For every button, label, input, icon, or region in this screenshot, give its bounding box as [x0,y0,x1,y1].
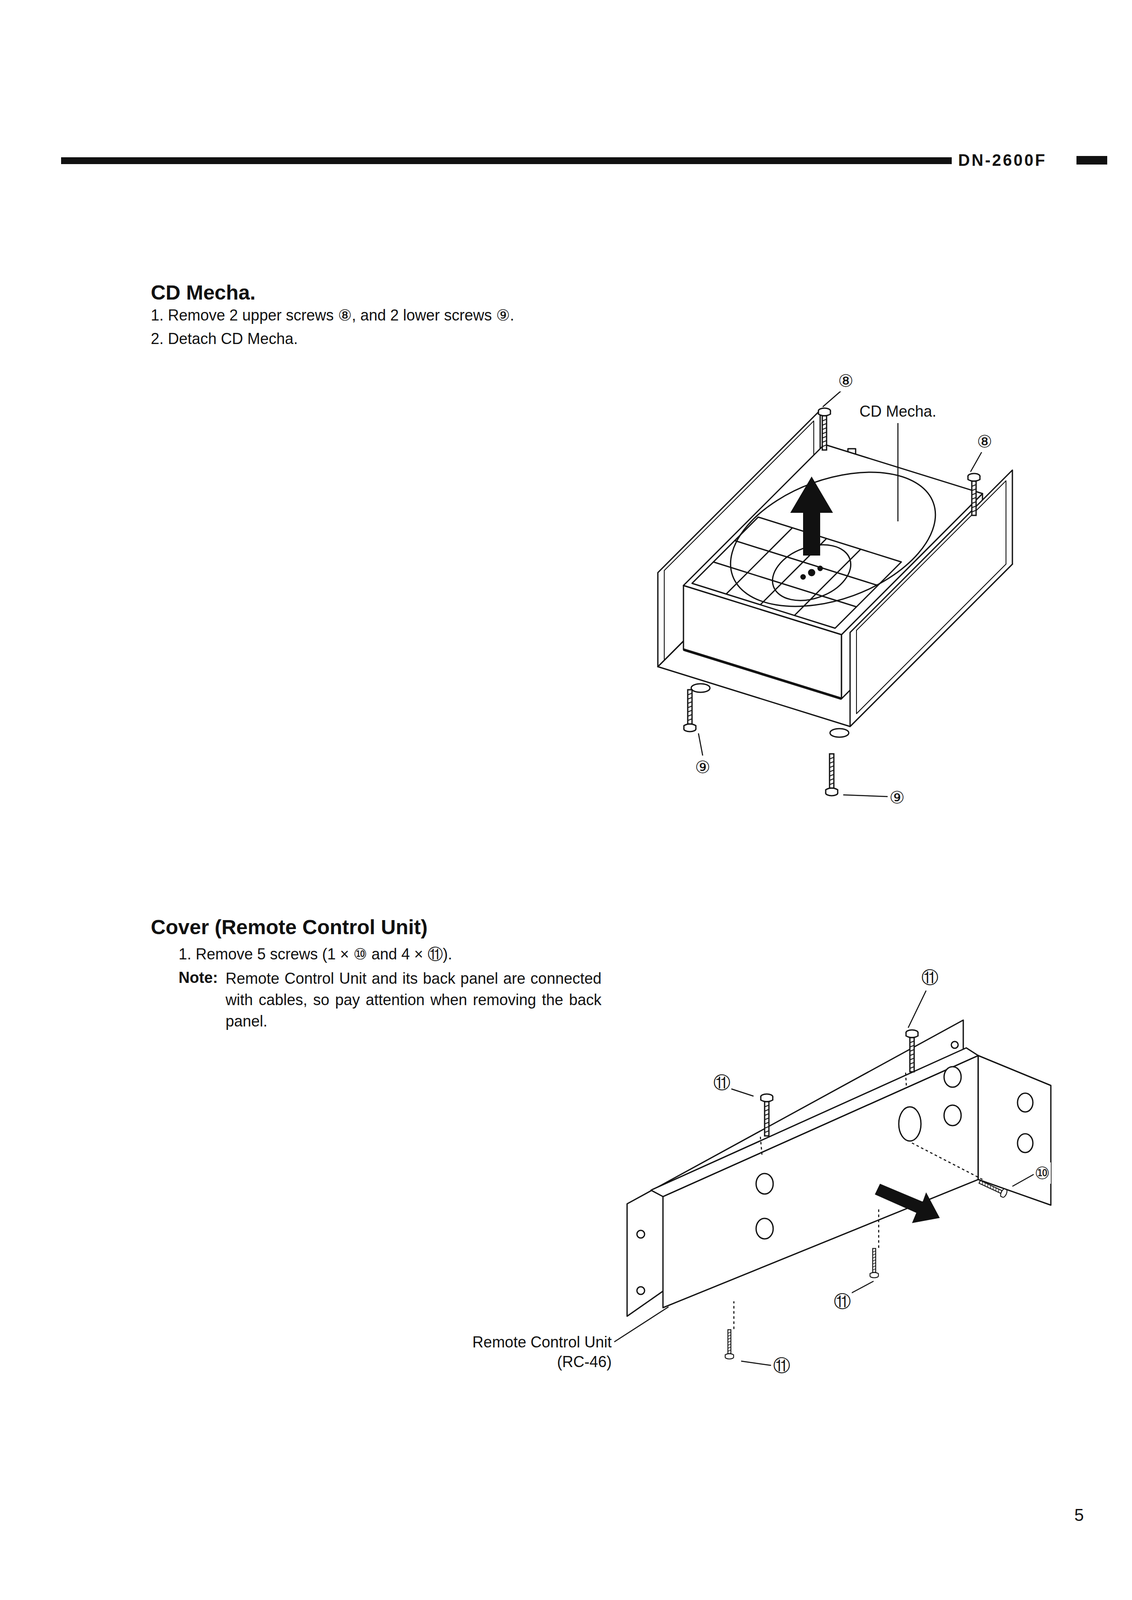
callout-number: ⑪ [772,1354,792,1376]
header-bar [61,157,952,165]
header-model: DN-2600F [958,150,1047,171]
screw [967,473,980,516]
cd-mecha-drawing [657,410,1013,737]
page-number: 5 [1074,1503,1084,1525]
remote-unit-drawing [627,1019,1051,1316]
step-text: 1. Remove 2 upper screws ⑧, and 2 lower … [150,305,515,325]
callout-number: ⑪ [832,1290,852,1312]
direction-arrow [790,476,833,556]
screw [906,1029,918,1072]
callout-number: ⑪ [920,966,940,988]
section-heading: CD Mecha. [150,279,256,306]
screw [825,753,838,796]
step-text: 2. Detach CD Mecha. [150,328,298,349]
callout-number: ⑩ [1033,1161,1051,1184]
screw [760,1093,773,1136]
note-text: Remote Control Unit and its back panel a… [225,967,602,1032]
screw [725,1328,734,1359]
note-label: Note: [178,967,218,987]
part-name: CD Mecha. [858,401,938,421]
screw [870,1247,879,1278]
callout-number: ⑨ [694,756,712,778]
screw [818,407,831,450]
leader-line [614,990,1034,1365]
part-name: Remote Control Unit (RC-46) [439,1331,613,1372]
screw [683,689,696,732]
step-text: 1. Remove 5 screws (1 × ⑩ and 4 × ⑪). [178,944,453,964]
leader-line [698,389,982,797]
callout-number: ⑧ [837,369,855,392]
callout-number: ⑨ [888,786,906,808]
direction-arrow [874,1183,940,1223]
callout-number: ⑧ [976,430,994,452]
screw [977,1177,1008,1198]
section-heading: Cover (Remote Control Unit) [150,914,428,940]
header-bar [1076,155,1108,165]
callout-number: ⑪ [712,1071,732,1093]
